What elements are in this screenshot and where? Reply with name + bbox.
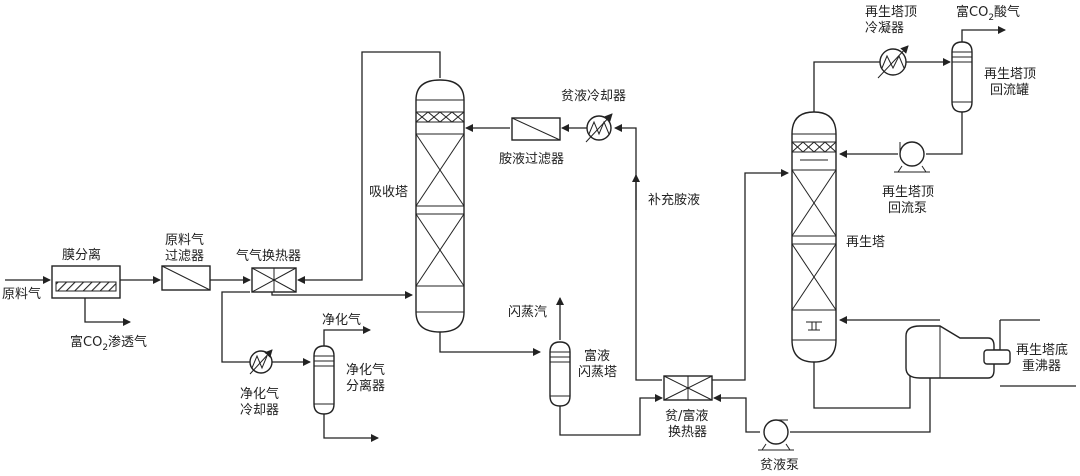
label-membrane: 膜分离 — [62, 247, 101, 263]
label-flash-steam: 闪蒸汽 — [508, 305, 547, 320]
gas-gas-heat-exchanger — [251, 267, 297, 293]
regenerator-reflux-drum — [951, 41, 973, 113]
rich-amine-flash-tank — [549, 341, 571, 407]
feed-gas-filter — [161, 265, 211, 291]
label-reboiler-line1: 再生塔底 — [1016, 342, 1068, 358]
diagram-labels: 原料气 膜分离 富CO2渗透气 原料气 过滤器 气气换热器 吸收塔 净化气 净化… — [2, 4, 1068, 473]
label-amine-filter: 胺液过滤器 — [499, 152, 564, 167]
label-regenerator: 再生塔 — [846, 235, 885, 250]
amine-filter — [511, 117, 561, 141]
label-feed-filter-line1: 原料气 — [165, 232, 204, 248]
clean-gas-cooler — [249, 349, 273, 375]
lean-rich-heat-exchanger — [663, 375, 713, 401]
label-feed-filter-line2: 过滤器 — [165, 249, 204, 264]
regenerator-column — [791, 111, 837, 363]
clean-gas-separator — [313, 345, 335, 415]
lean-amine-cooler — [585, 113, 613, 143]
label-flash-tank-line1: 富液 — [584, 348, 610, 364]
label-reflux-drum-line2: 回流罐 — [990, 83, 1029, 98]
label-top-condenser-line2: 冷凝器 — [865, 20, 904, 36]
label-lean-pump: 贫液泵 — [760, 457, 799, 473]
label-acid-gas: 富CO2酸气 — [956, 4, 1020, 23]
lean-amine-pump — [758, 419, 794, 451]
pipe-lines — [5, 26, 1076, 442]
label-absorber: 吸收塔 — [369, 185, 408, 200]
regenerator-reboiler — [905, 325, 1011, 379]
label-lean-rich-hx-line1: 贫/富液 — [665, 408, 708, 424]
label-makeup-amine: 补充胺液 — [648, 192, 700, 208]
label-clean-gas: 净化气 — [322, 312, 361, 328]
label-lean-cooler: 贫液冷却器 — [561, 88, 626, 104]
membrane-separator — [51, 265, 121, 299]
label-top-condenser-line1: 再生塔顶 — [865, 5, 917, 20]
label-reflux-pump-line2: 回流泵 — [888, 201, 927, 216]
label-clean-cooler-line1: 净化气 — [240, 386, 279, 402]
regenerator-reflux-pump — [894, 141, 930, 173]
label-clean-sep-line2: 分离器 — [346, 378, 385, 394]
label-lean-rich-hx-line2: 换热器 — [668, 425, 707, 440]
label-co2-permeate: 富CO2渗透气 — [70, 334, 147, 353]
absorber-column — [415, 79, 465, 333]
label-clean-sep-line1: 净化气 — [346, 362, 385, 378]
label-gas-exchanger: 气气换热器 — [236, 248, 301, 264]
label-reflux-pump-line1: 再生塔顶 — [882, 185, 934, 200]
label-clean-cooler-line2: 冷却器 — [240, 403, 279, 418]
label-feed-gas: 原料气 — [2, 286, 41, 302]
label-reflux-drum-line1: 再生塔顶 — [984, 67, 1036, 82]
regenerator-top-condenser — [877, 45, 909, 79]
label-flash-tank-line2: 闪蒸塔 — [578, 365, 617, 380]
label-reboiler-line2: 重沸器 — [1022, 358, 1061, 374]
